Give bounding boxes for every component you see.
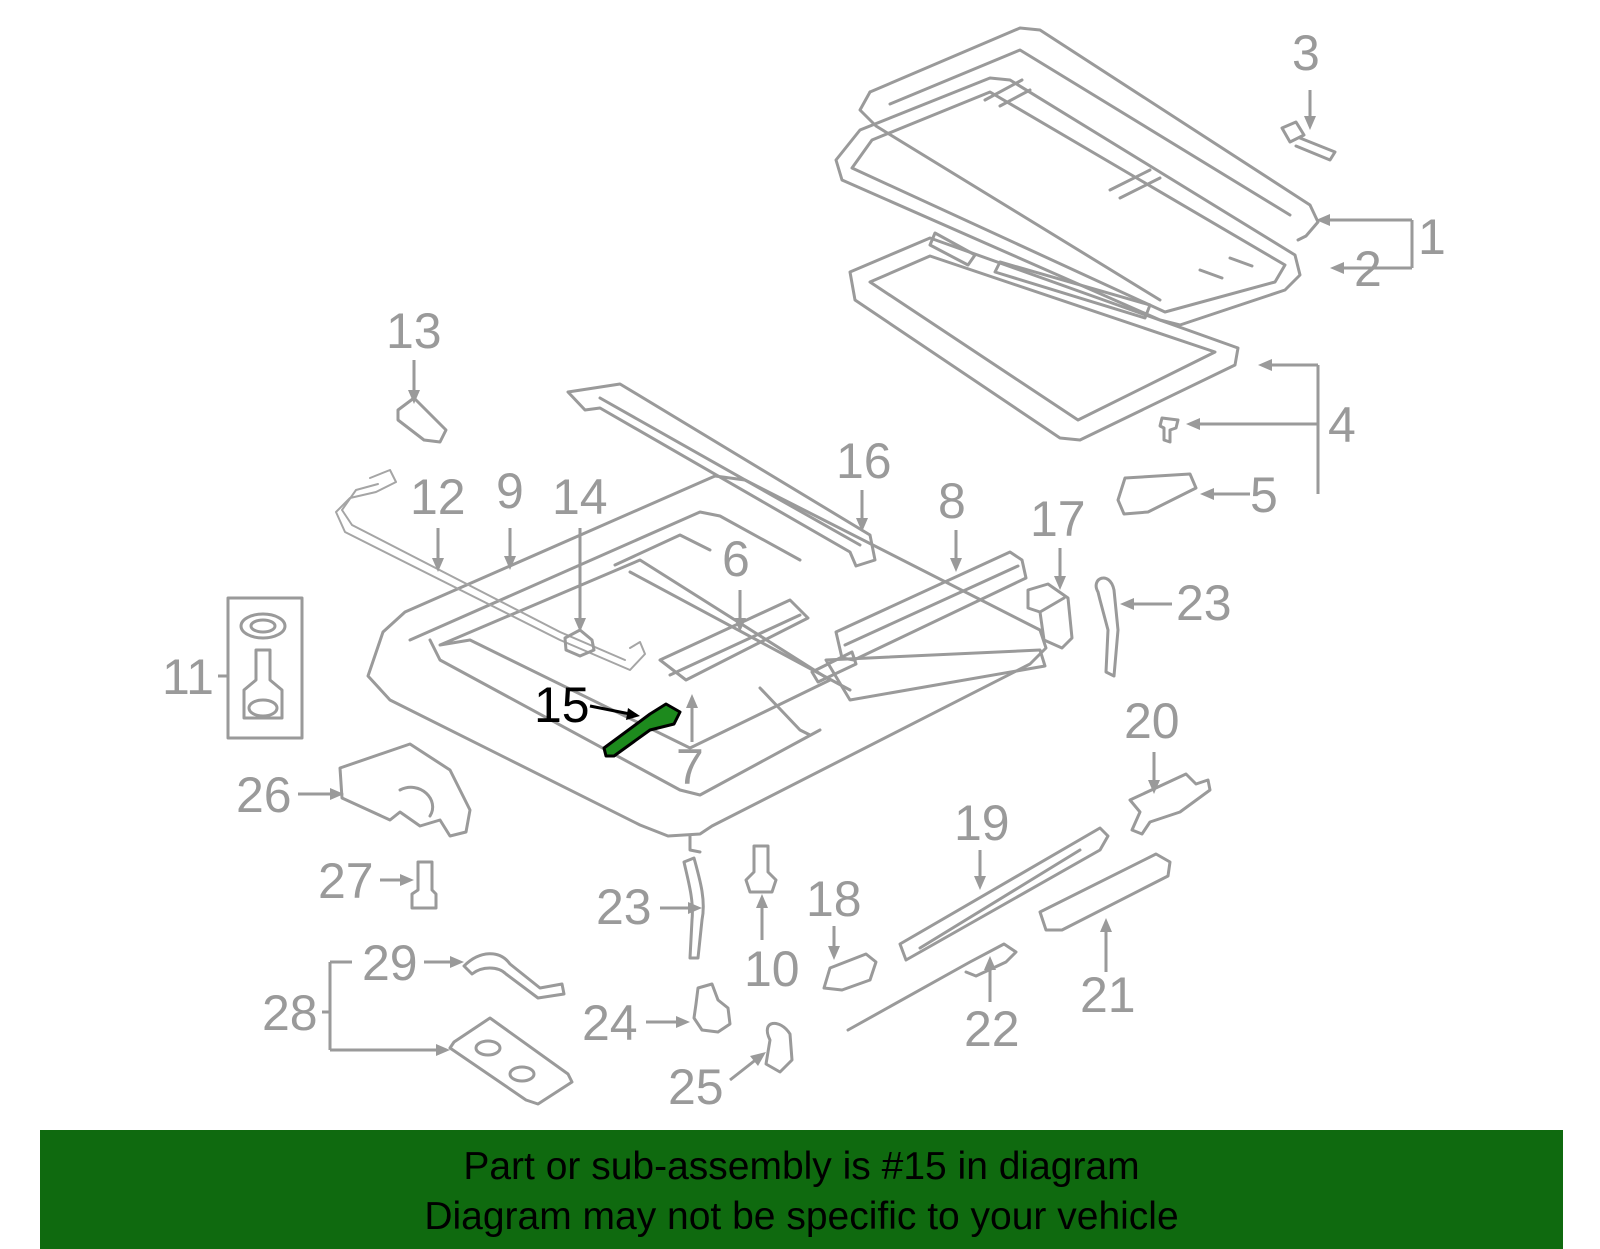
part-plate-28 [448, 1016, 574, 1106]
callout-16: 16 [836, 433, 892, 489]
part-grommet-24 [692, 982, 732, 1034]
part-bolt-27 [410, 860, 438, 910]
part-bolt-10 [744, 844, 778, 894]
part-bracket-5 [1116, 472, 1198, 516]
info-banner: Part or sub-assembly is #15 in diagram D… [40, 1130, 1563, 1249]
callout-27: 27 [318, 853, 374, 909]
part-block-17 [1026, 582, 1074, 650]
callout-10: 10 [744, 941, 800, 997]
callout-29: 29 [362, 935, 418, 991]
part-hose-29 [462, 952, 566, 1000]
callout-6: 6 [722, 531, 750, 587]
part-track-8 [810, 550, 1047, 702]
part-clip-25 [764, 1022, 794, 1074]
callout-15-highlighted: 15 [534, 677, 590, 733]
part-frame [848, 231, 1240, 442]
part-hose-23-top [1094, 576, 1120, 678]
callout-12: 12 [410, 469, 466, 525]
callout-labels: 1 2 3 4 5 6 7 8 9 10 11 12 13 14 15 16 1… [162, 25, 1446, 1115]
part-bracket-18 [822, 952, 878, 992]
part-housing [366, 474, 1048, 854]
part-motor-26 [338, 742, 472, 838]
callout-23-bottom: 23 [596, 879, 652, 935]
banner-line-1: Part or sub-assembly is #15 in diagram [463, 1145, 1140, 1188]
callout-1: 1 [1418, 209, 1446, 265]
part-rail-16 [566, 382, 877, 568]
callout-22: 22 [964, 1001, 1020, 1057]
part-hose-23-bottom [682, 856, 705, 960]
callout-5: 5 [1250, 467, 1278, 523]
callout-21: 21 [1080, 967, 1136, 1023]
leader-lines [218, 90, 1414, 1082]
callout-24: 24 [582, 995, 638, 1051]
callout-3: 3 [1292, 25, 1320, 81]
part-pin-4 [1158, 416, 1180, 444]
callout-9: 9 [496, 463, 524, 519]
part-deflector-21 [1038, 852, 1172, 932]
callout-20: 20 [1124, 693, 1180, 749]
callout-23-top: 23 [1176, 575, 1232, 631]
callout-8: 8 [938, 473, 966, 529]
part-seal [834, 76, 1302, 327]
part-guide-6 [658, 598, 810, 682]
callout-7: 7 [676, 739, 704, 795]
part-15-highlighted [602, 702, 682, 758]
callout-14: 14 [552, 469, 608, 525]
part-glass-panel [858, 26, 1320, 302]
callout-4: 4 [1328, 397, 1356, 453]
part-rail-19 [898, 826, 1110, 962]
callout-28: 28 [262, 985, 318, 1041]
part-clip-13 [396, 396, 448, 444]
banner-line-2: Diagram may not be specific to your vehi… [424, 1195, 1179, 1238]
callout-25: 25 [668, 1059, 724, 1115]
callout-19: 19 [954, 795, 1010, 851]
callout-26: 26 [236, 767, 292, 823]
part-bolt-3 [1280, 120, 1337, 162]
callout-17: 17 [1030, 491, 1086, 547]
callout-13: 13 [386, 303, 442, 359]
callout-11: 11 [162, 649, 214, 705]
callout-2: 2 [1354, 241, 1382, 297]
part-grommet-11 [226, 596, 304, 740]
callout-18: 18 [806, 871, 862, 927]
part-bracket-20 [1128, 772, 1212, 836]
part-cable-12 [335, 469, 646, 671]
part-cable-22 [846, 942, 1018, 1032]
